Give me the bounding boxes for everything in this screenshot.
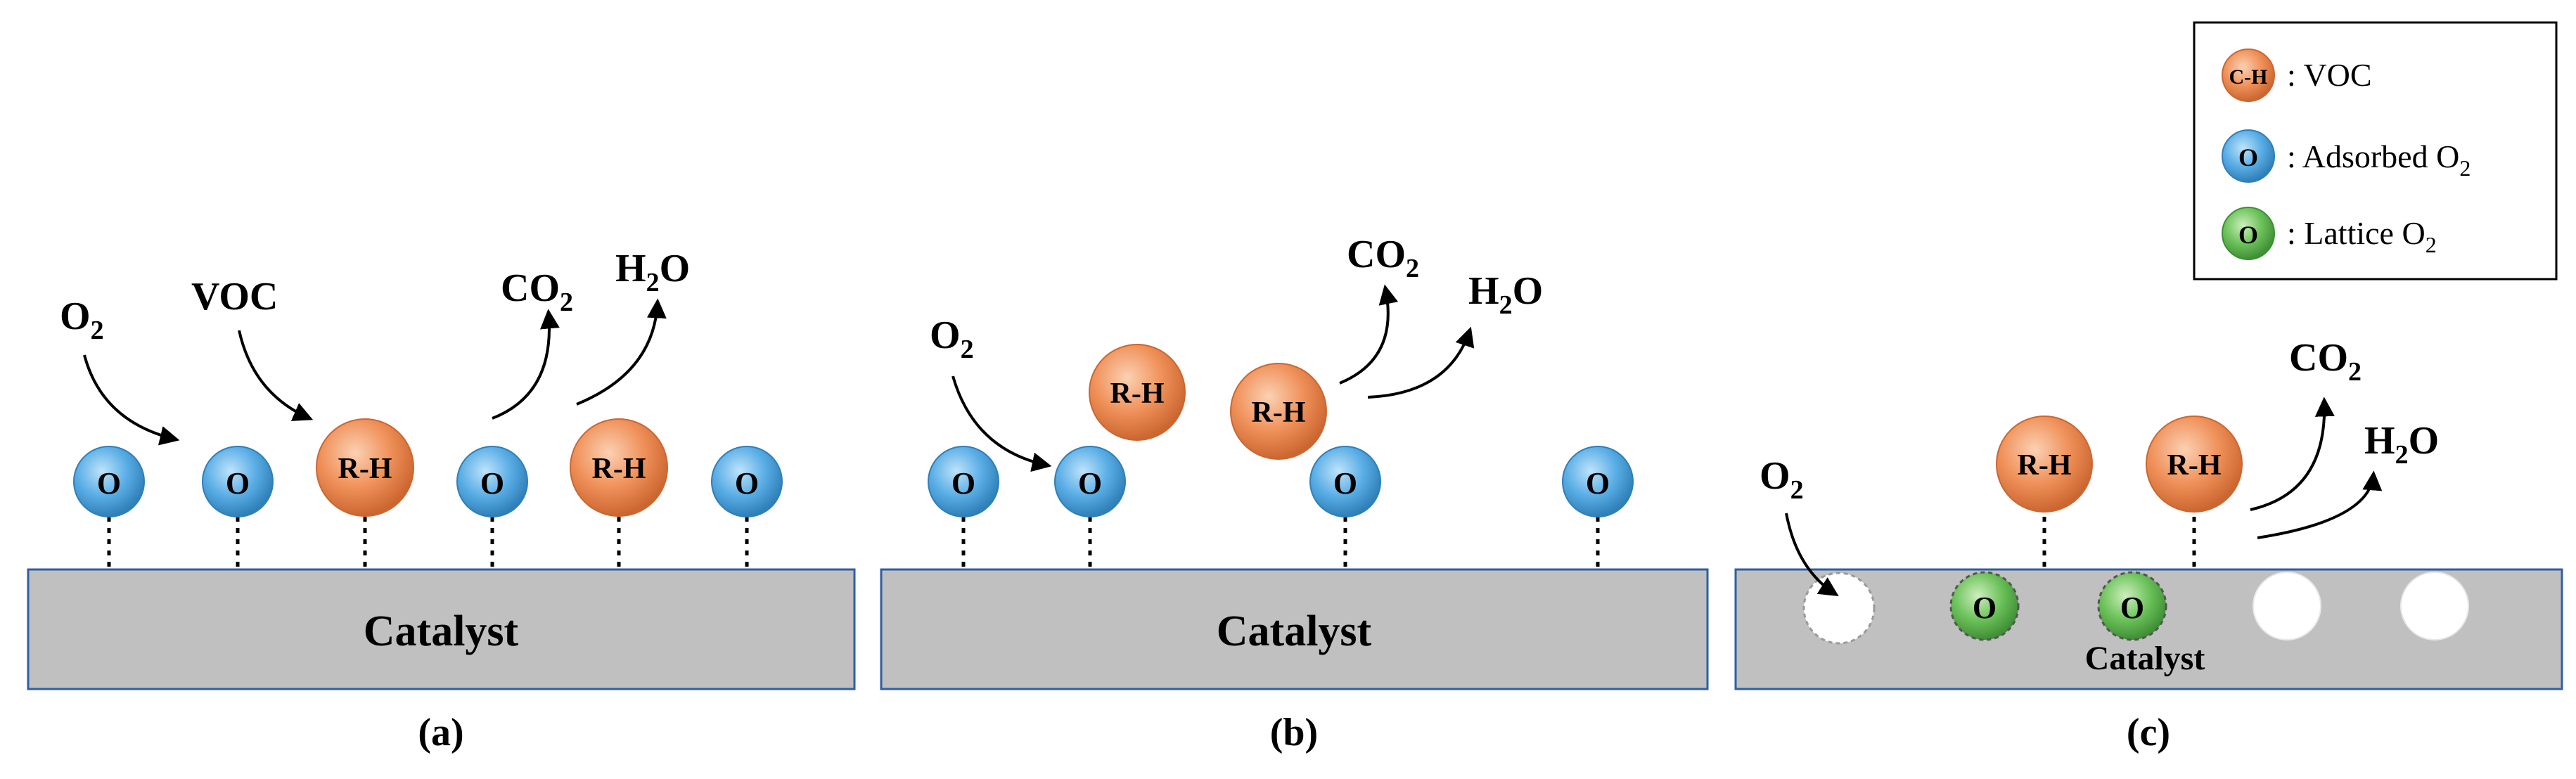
svg-text:R-H: R-H xyxy=(592,453,646,485)
voc-rh-a2: R-H xyxy=(570,418,668,517)
svg-text:O: O xyxy=(735,466,759,501)
h2o-label-c: H2O xyxy=(2364,419,2439,470)
panel-b: Catalyst O O R-H R-H O O xyxy=(880,233,1709,754)
adsorbed-o-b2: O xyxy=(1054,446,1126,517)
adsorbed-o-a2: O xyxy=(202,446,274,517)
panel-a: Catalyst O O R-H O R-H xyxy=(27,247,856,754)
legend-adsorbed-o2: O : Adsorbed O2 xyxy=(2222,129,2471,183)
legend-voc: C-H : VOC xyxy=(2222,49,2372,102)
bonds-b xyxy=(961,517,1600,569)
svg-text:O: O xyxy=(2238,221,2258,249)
voc-rh-b2: R-H xyxy=(1230,363,1327,460)
catalyst-label-a: Catalyst xyxy=(364,607,519,655)
svg-text:R-H: R-H xyxy=(2018,449,2072,482)
legend-lattice-o2: O : Lattice O2 xyxy=(2222,207,2437,260)
caption-a: (a) xyxy=(418,711,463,754)
svg-text:: Lattice O2: : Lattice O2 xyxy=(2287,215,2437,257)
svg-text:C-H: C-H xyxy=(2229,65,2268,89)
caption-b: (b) xyxy=(1270,711,1318,754)
svg-text:O: O xyxy=(1333,466,1357,501)
svg-text:: VOC: : VOC xyxy=(2287,57,2372,93)
panel-c: Catalyst O O R-H R-H O2 CO2 xyxy=(1734,336,2563,754)
co2-label-c: CO2 xyxy=(2289,336,2362,387)
vacancy-c3 xyxy=(2400,572,2469,640)
svg-text:R-H: R-H xyxy=(2167,449,2222,482)
voc-rh-b1: R-H xyxy=(1089,344,1186,441)
lattice-o-c2: O xyxy=(2097,571,2167,641)
arrows-c xyxy=(1785,397,2383,597)
svg-text:O: O xyxy=(1078,466,1102,501)
adsorbed-o-a4: O xyxy=(711,446,783,517)
bonds-c xyxy=(2042,517,2196,569)
svg-text:O: O xyxy=(226,466,250,501)
adsorbed-o-b1: O xyxy=(928,446,999,517)
voc-rh-a1: R-H xyxy=(316,418,414,517)
svg-text:O: O xyxy=(1973,591,1997,625)
vacancy-c1 xyxy=(1802,572,1876,645)
o2-label-b: O2 xyxy=(930,314,974,364)
svg-text:O: O xyxy=(97,466,121,501)
adsorbed-o-b4: O xyxy=(1562,446,1634,517)
svg-text:: Adsorbed O2: : Adsorbed O2 xyxy=(2287,139,2471,181)
o2-label-c: O2 xyxy=(1760,454,1804,505)
o2-label-a: O2 xyxy=(60,295,104,345)
svg-text:R-H: R-H xyxy=(1110,378,1165,410)
voc-rh-c2: R-H xyxy=(2146,416,2243,513)
arrows-a xyxy=(83,298,667,446)
catalyst-slab-a xyxy=(27,568,856,690)
voc-rh-c1: R-H xyxy=(1996,416,2093,513)
svg-text:O: O xyxy=(951,466,975,501)
vacancy-c2 xyxy=(2253,572,2321,640)
h2o-label-b: H2O xyxy=(1468,269,1543,320)
catalyst-label-b: Catalyst xyxy=(1217,607,1372,655)
bonds-a xyxy=(107,517,749,569)
legend: C-H : VOC O : Adsorbed O2 O : Lattice O2 xyxy=(2193,21,2558,281)
co2-label-b: CO2 xyxy=(1347,233,1419,283)
catalyst-slab-b xyxy=(880,568,1709,690)
adsorbed-o-b3: O xyxy=(1309,446,1381,517)
svg-text:O: O xyxy=(2120,591,2144,625)
adsorbed-o-a1: O xyxy=(73,446,145,517)
arrows-b xyxy=(951,284,1475,472)
svg-text:O: O xyxy=(2238,143,2258,172)
catalyst-label-c: Catalyst xyxy=(2085,640,2205,677)
svg-text:R-H: R-H xyxy=(338,453,392,485)
voc-label-a: VOC xyxy=(191,275,278,318)
co2-label-a: CO2 xyxy=(501,266,573,317)
lattice-o-c1: O xyxy=(1949,571,2020,641)
adsorbed-o-a3: O xyxy=(456,446,528,517)
caption-c: (c) xyxy=(2127,711,2170,754)
svg-text:O: O xyxy=(1586,466,1610,501)
svg-text:O: O xyxy=(480,466,504,501)
svg-text:R-H: R-H xyxy=(1252,397,1306,429)
h2o-label-a: H2O xyxy=(615,247,690,297)
